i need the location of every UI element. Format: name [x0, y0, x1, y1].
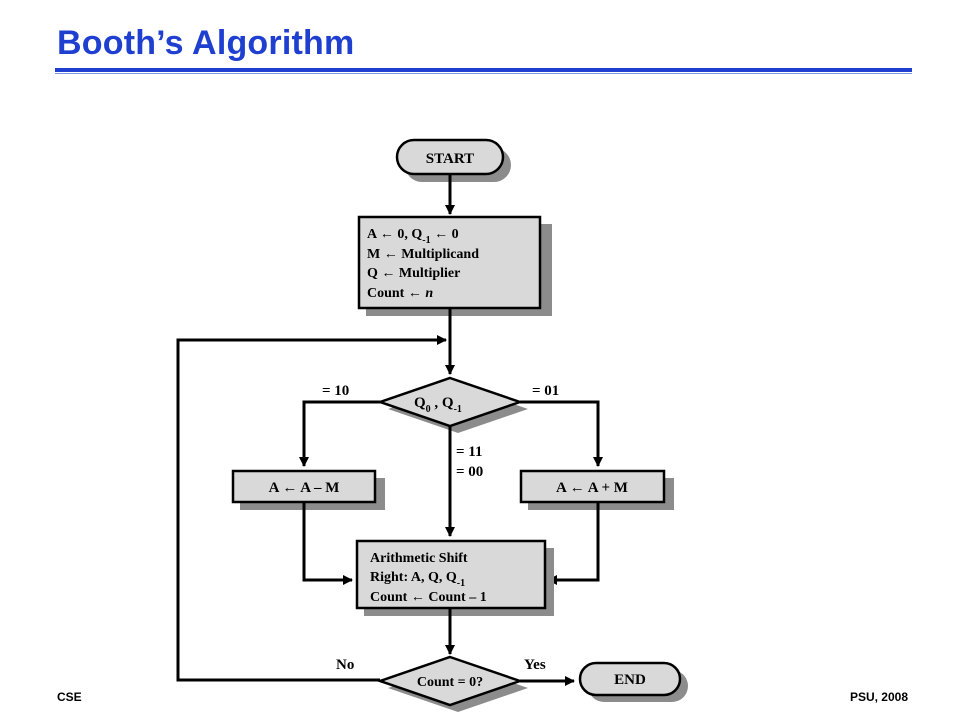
init-box: A ← 0, Q-1 ← 0 M ← Multiplicand Q ← Mult… — [357, 215, 552, 316]
title-underline — [55, 68, 912, 72]
start-label: START — [426, 151, 474, 167]
start-terminal: START — [395, 138, 511, 182]
footer-right: PSU, 2008 — [849, 690, 908, 704]
branch-label-00: = 00 — [456, 464, 483, 480]
no-label: No — [336, 657, 354, 673]
init-line-4: Count ← n — [367, 286, 433, 301]
end-terminal: END — [578, 661, 688, 702]
subtract-box: A ← A – M — [231, 469, 385, 510]
arrow-branch-10 — [299, 400, 380, 467]
shift-line-1: Arithmetic Shift — [370, 551, 468, 566]
arrow-subtract-shift — [302, 502, 353, 585]
shift-line-2: Right: A, Q, Q-1 — [370, 570, 465, 589]
decision-label: Q0 , Q-1 — [414, 395, 462, 415]
init-line-1: A ← 0, Q-1 ← 0 — [367, 227, 459, 246]
end-label: END — [614, 672, 646, 688]
subtract-label: A ← A – M — [269, 480, 340, 496]
decision-q0-qm1: Q0 , Q-1 — [376, 376, 528, 433]
add-box: A ← A + M — [519, 469, 674, 510]
yes-label: Yes — [524, 657, 546, 673]
arrow-loop-back — [176, 335, 447, 682]
branch-label-01: = 01 — [532, 383, 559, 399]
add-label: A ← A + M — [556, 480, 628, 496]
init-line-3: Q ← Multiplier — [367, 266, 460, 281]
branch-label-11: = 11 — [456, 444, 482, 460]
title-underline-thin — [55, 73, 912, 74]
shift-line-3: Count ← Count – 1 — [370, 590, 487, 605]
footer-left: CSE — [57, 690, 82, 704]
count-check-label: Count = 0? — [417, 675, 483, 690]
slide-title: Booth’s Algorithm — [57, 24, 355, 62]
arrow-add-shift — [547, 502, 600, 585]
init-line-2: M ← Multiplicand — [367, 247, 479, 262]
decision-count-zero: Count = 0? — [376, 655, 528, 712]
arrow-branch-01 — [520, 400, 603, 467]
shift-box: Arithmetic Shift Right: A, Q, Q-1 Count … — [355, 539, 554, 616]
branch-label-10: = 10 — [322, 383, 349, 399]
